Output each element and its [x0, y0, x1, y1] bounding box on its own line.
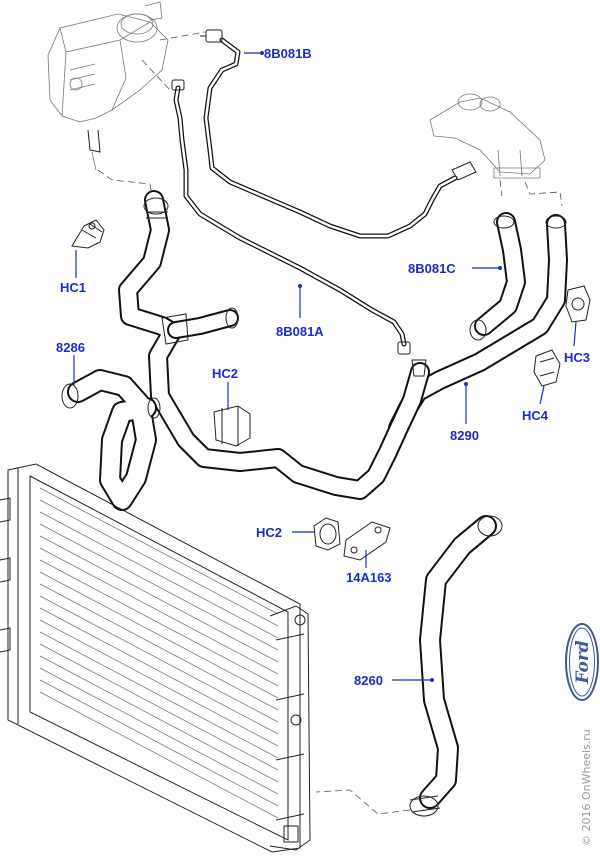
ford-logo-text: Ford — [573, 640, 593, 684]
hose-8260 — [409, 515, 503, 817]
bracket-14A163 — [343, 521, 391, 561]
label-HC2-upper: HC2 — [212, 366, 238, 381]
part-labels: 8B081B 8B081C 8B081A HC1 HC2 HC3 HC4 828… — [56, 46, 590, 688]
watermark: © 2016 OnWheels.ru — [580, 729, 593, 846]
radiator — [0, 463, 311, 853]
hose-8286 — [61, 369, 161, 511]
hose-8B081A — [171, 79, 411, 355]
clip-HC4 — [533, 349, 561, 387]
label-8B081B: 8B081B — [264, 46, 312, 61]
hose-8290-main — [118, 190, 430, 500]
hose-8B081B — [200, 29, 477, 239]
clip-HC1 — [71, 219, 105, 249]
ford-logo-icon: Ford — [565, 623, 599, 701]
label-8260: 8260 — [354, 673, 383, 688]
leader-HC4 — [539, 385, 545, 405]
label-HC4: HC4 — [522, 408, 549, 423]
clip-HC2-upper — [213, 405, 251, 447]
label-8290: 8290 — [450, 428, 479, 443]
engine-outlet-fitting — [429, 93, 546, 179]
clip-HC3 — [565, 285, 591, 323]
clip-HC2-lower — [313, 517, 341, 551]
label-HC3: HC3 — [564, 350, 590, 365]
label-8B081A: 8B081A — [276, 324, 324, 339]
label-14A163: 14A163 — [346, 570, 392, 585]
label-HC1: HC1 — [60, 280, 86, 295]
label-HC2-lower: HC2 — [256, 525, 282, 540]
label-8B081C: 8B081C — [408, 261, 456, 276]
label-8286: 8286 — [56, 340, 85, 355]
leader-HC3 — [573, 321, 577, 347]
expansion-tank — [47, 1, 169, 171]
leader-lines — [73, 51, 577, 682]
